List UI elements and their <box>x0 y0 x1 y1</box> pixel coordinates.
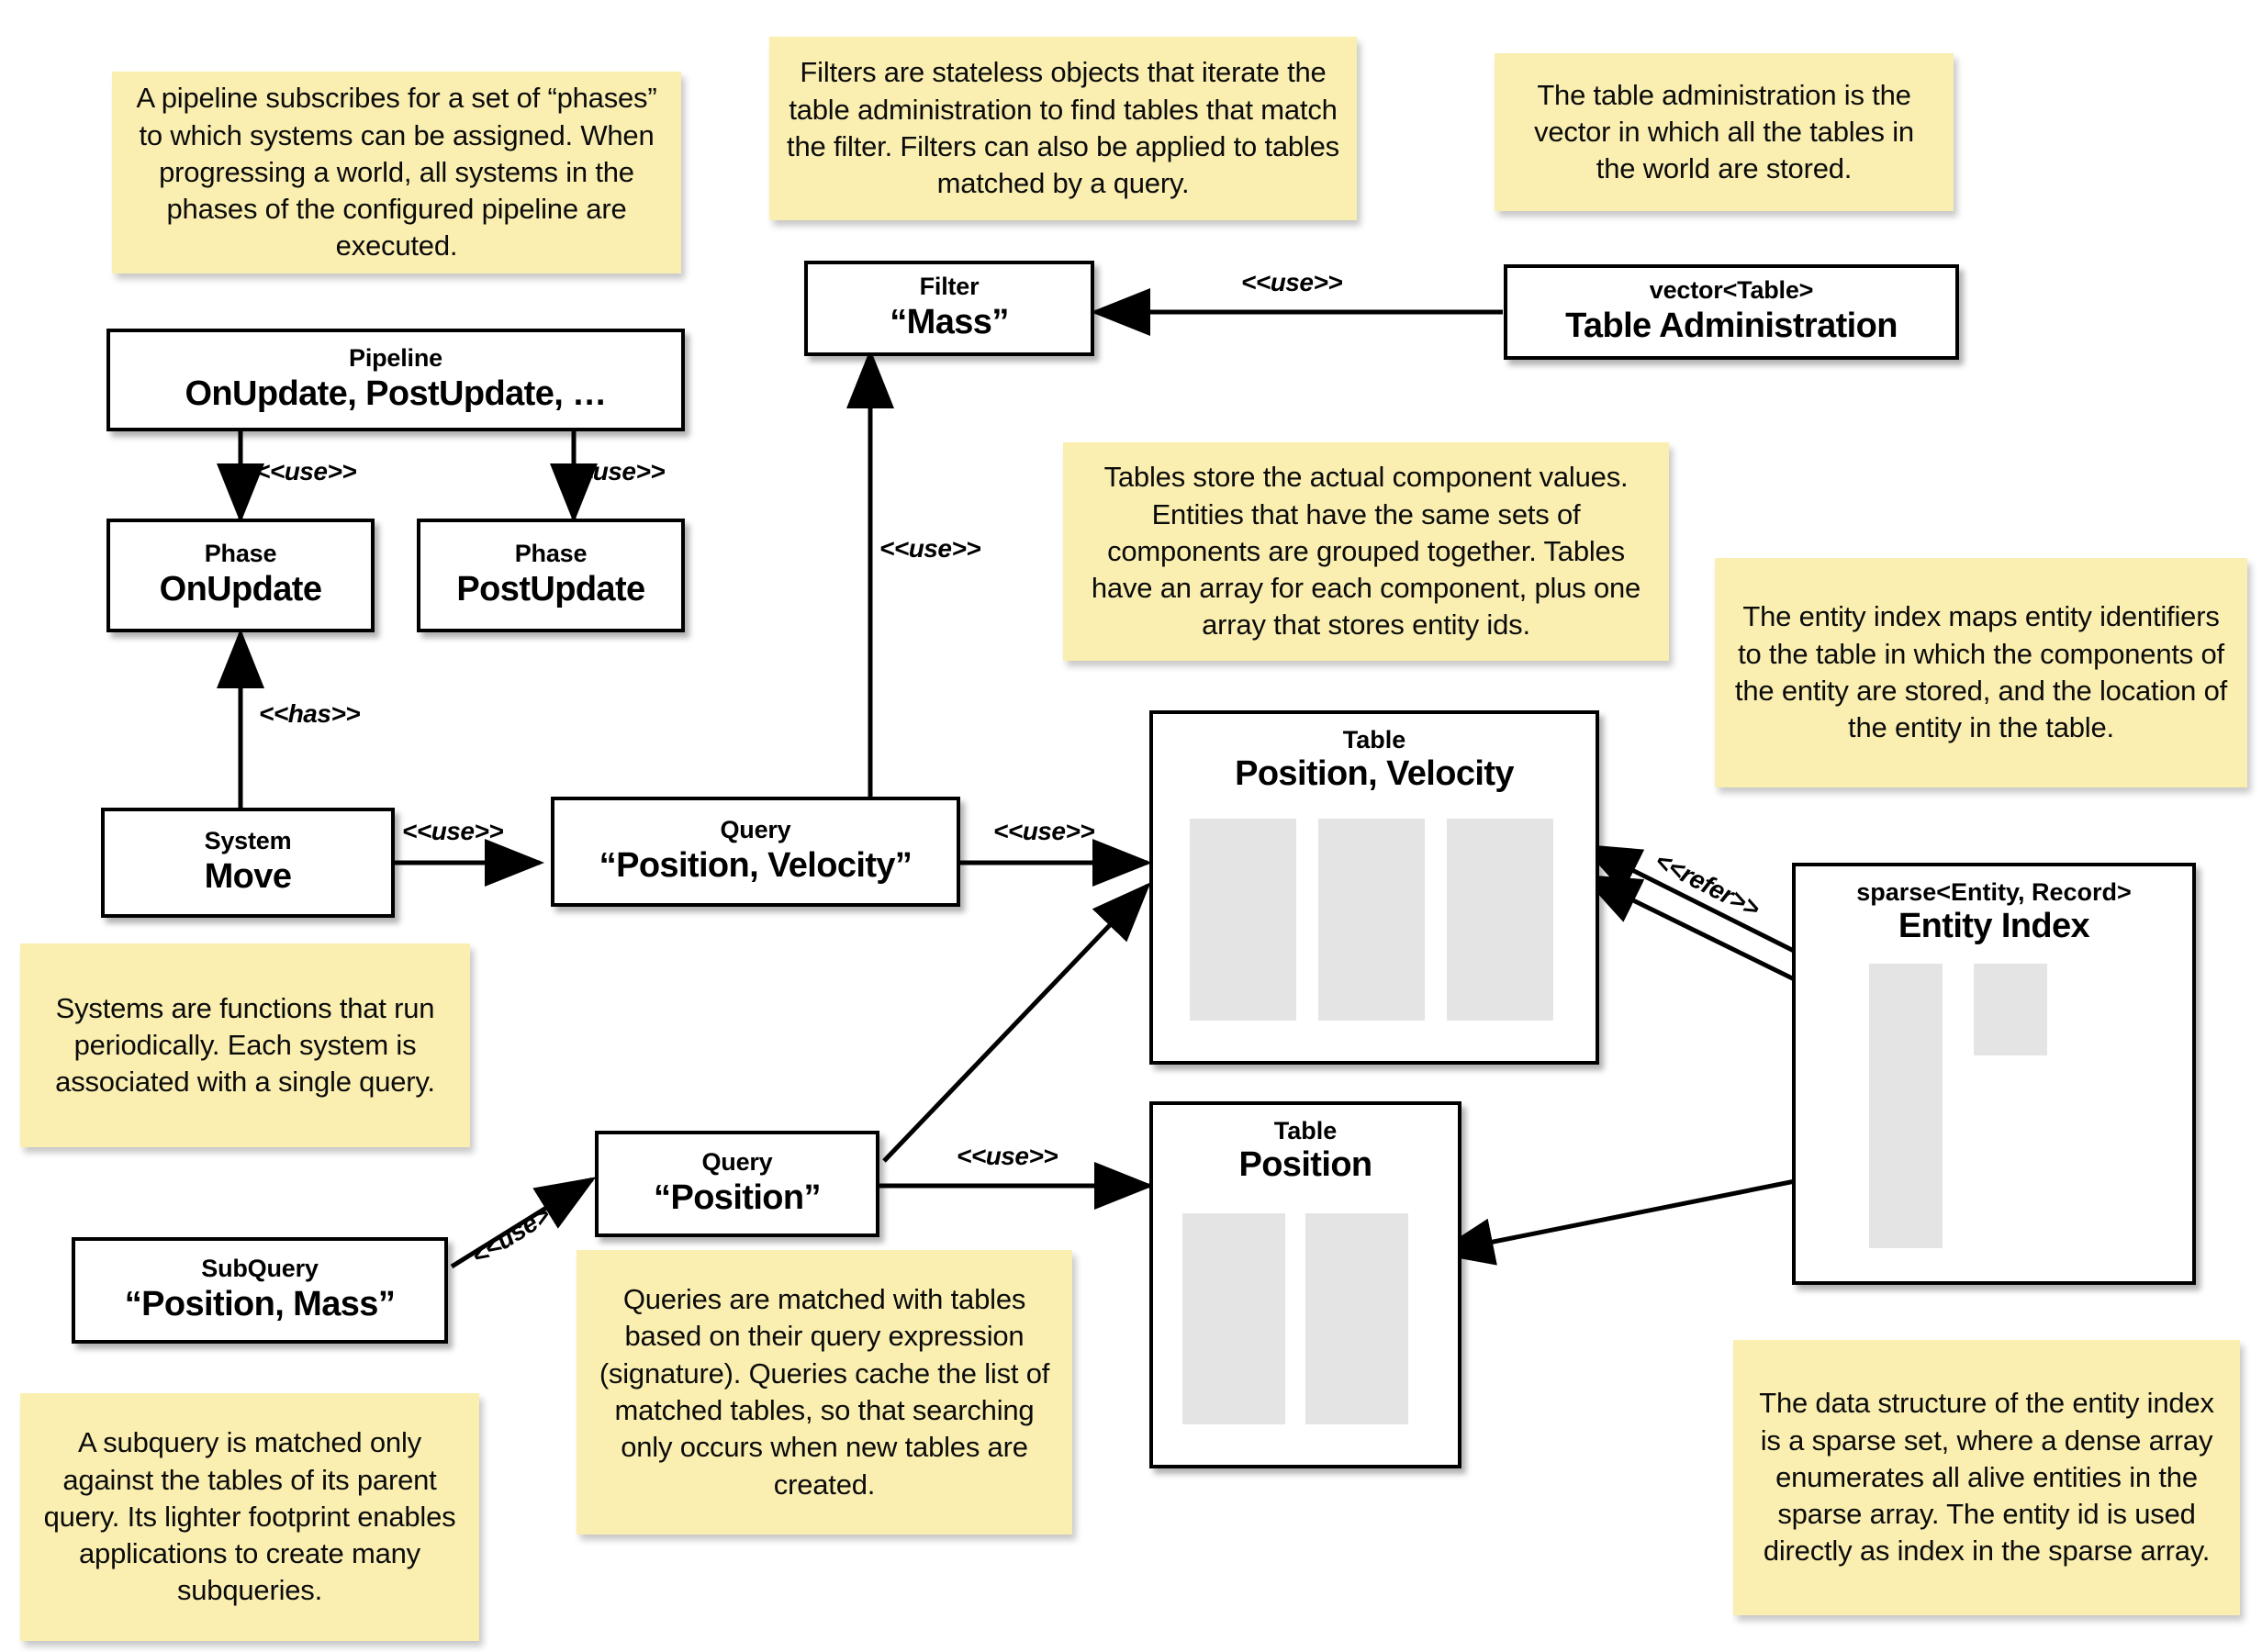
box-entity-index-name: Entity Index <box>1898 906 2090 945</box>
note-table-administration: The table administration is the vector i… <box>1495 53 1954 211</box>
edge-label-subquery-use-query: <<use>> <box>466 1192 567 1271</box>
note-subquery: A subquery is matched only against the t… <box>20 1393 479 1641</box>
note-systems: Systems are functions that run periodica… <box>20 943 470 1147</box>
box-entity-index[interactable]: sparse<Entity, Record> Entity Index <box>1792 863 2196 1285</box>
note-filter-text: Filters are stateless objects that itera… <box>787 56 1339 200</box>
box-table-position[interactable]: Table Position <box>1149 1101 1461 1468</box>
box-query-position-name: “Position” <box>654 1178 821 1217</box>
entity-index-sparse-array <box>1869 964 1943 1248</box>
box-filter-mass-stereotype: Filter <box>919 273 980 301</box>
box-subquery-position-mass-name: “Position, Mass” <box>124 1285 396 1323</box>
box-table-position-velocity[interactable]: Table Position, Velocity <box>1149 710 1599 1065</box>
edge-label-pipeline-onupdate: <<use>> <box>255 457 357 486</box>
box-filter-mass[interactable]: Filter “Mass” <box>804 261 1094 356</box>
edge-label-pipeline-postupdate: <<use>> <box>564 457 666 486</box>
box-phase-postupdate-name: PostUpdate <box>456 570 645 608</box>
box-table-administration-name: Table Administration <box>1565 307 1898 345</box>
edge-label-queryp-use-table: <<use>> <box>957 1142 1058 1170</box>
box-entity-index-stereotype: sparse<Entity, Record> <box>1856 878 2132 906</box>
box-table-administration-stereotype: vector<Table> <box>1649 276 1814 305</box>
edge-label-system-use-query: <<use>> <box>402 817 504 845</box>
note-pipeline-text: A pipeline subscribes for a set of “phas… <box>136 82 657 262</box>
note-table-administration-text: The table administration is the vector i… <box>1534 78 1914 185</box>
box-subquery-position-mass[interactable]: SubQuery “Position, Mass” <box>72 1237 448 1344</box>
edge-queryp-to-tablepv <box>882 882 1151 1163</box>
box-query-position-velocity-name: “Position, Velocity” <box>599 846 913 885</box>
box-phase-onupdate-stereotype: Phase <box>204 540 277 568</box>
note-tables-text: Tables store the actual component values… <box>1091 461 1641 642</box>
table-column-array-1 <box>1190 819 1296 1021</box>
box-table-position-velocity-stereotype: Table <box>1342 726 1406 753</box>
box-table-position-velocity-header: Table Position, Velocity <box>1153 714 1596 794</box>
note-pipeline: A pipeline subscribes for a set of “phas… <box>112 72 681 273</box>
note-filter: Filters are stateless objects that itera… <box>769 37 1357 220</box>
box-pipeline-name: OnUpdate, PostUpdate, … <box>185 374 607 413</box>
box-system-move-name: Move <box>204 857 292 896</box>
edge-label-admin-use-filter: <<use>> <box>1241 268 1343 296</box>
note-sparse-set-text: The data structure of the entity index i… <box>1759 1387 2214 1568</box>
edge-label-query-use-filter: <<use>> <box>879 534 981 563</box>
table-column-array-3 <box>1447 819 1553 1021</box>
box-table-position-stereotype: Table <box>1273 1117 1338 1144</box>
box-subquery-position-mass-stereotype: SubQuery <box>201 1255 319 1283</box>
box-entity-index-header: sparse<Entity, Record> Entity Index <box>1796 866 2192 946</box>
box-system-move-stereotype: System <box>204 827 292 855</box>
note-tables: Tables store the actual component values… <box>1063 442 1669 661</box>
edge-label-index-refer-table: <<refer>> <box>1650 846 1764 923</box>
box-filter-mass-name: “Mass” <box>890 303 1009 341</box>
box-query-position-velocity-stereotype: Query <box>720 816 791 844</box>
box-query-position-stereotype: Query <box>701 1148 773 1177</box>
box-query-position[interactable]: Query “Position” <box>595 1131 879 1237</box>
box-system-move[interactable]: System Move <box>101 808 395 918</box>
note-subquery-text: A subquery is matched only against the t… <box>43 1426 456 1607</box>
box-pipeline-stereotype: Pipeline <box>349 344 442 373</box>
edge-label-system-has-phase: <<has>> <box>259 699 361 728</box>
table-position-column-array-1 <box>1182 1213 1285 1424</box>
table-position-column-array-2 <box>1305 1213 1408 1424</box>
note-systems-text: Systems are functions that run periodica… <box>55 991 435 1099</box>
note-entity-index-text: The entity index maps entity identifiers… <box>1734 600 2228 744</box>
entity-index-dense-array <box>1974 964 2047 1055</box>
box-phase-onupdate-name: OnUpdate <box>159 570 322 608</box>
box-query-position-velocity[interactable]: Query “Position, Velocity” <box>551 797 960 907</box>
box-phase-onupdate[interactable]: Phase OnUpdate <box>106 519 375 632</box>
box-table-position-velocity-name: Position, Velocity <box>1235 753 1514 793</box>
box-phase-postupdate-stereotype: Phase <box>514 540 588 568</box>
edge-label-querypv-use-table: <<use>> <box>993 817 1095 845</box>
box-phase-postupdate[interactable]: Phase PostUpdate <box>417 519 685 632</box>
table-column-array-2 <box>1318 819 1425 1021</box>
box-table-administration[interactable]: vector<Table> Table Administration <box>1504 264 1959 360</box>
box-table-position-name: Position <box>1238 1144 1372 1184</box>
note-queries: Queries are matched with tables based on… <box>577 1250 1072 1535</box>
box-pipeline[interactable]: Pipeline OnUpdate, PostUpdate, … <box>106 329 685 431</box>
note-sparse-set: The data structure of the entity index i… <box>1733 1340 2240 1615</box>
box-table-position-header: Table Position <box>1153 1105 1458 1185</box>
note-queries-text: Queries are matched with tables based on… <box>599 1283 1050 1501</box>
note-entity-index: The entity index maps entity identifiers… <box>1715 558 2247 787</box>
